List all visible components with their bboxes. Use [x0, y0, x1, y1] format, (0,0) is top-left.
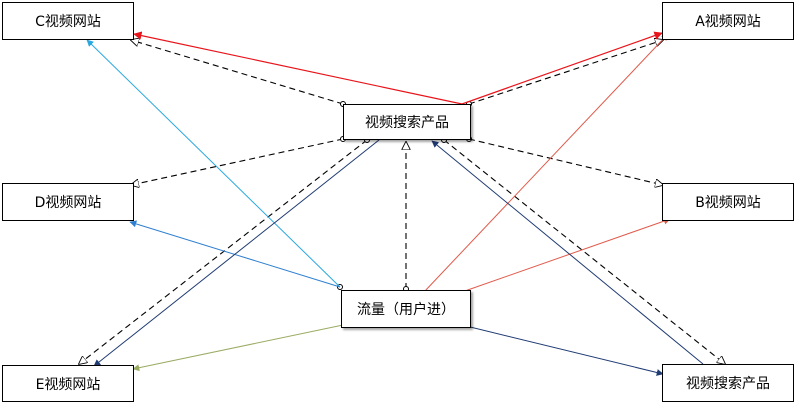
node-e-site: E视频网站 [2, 365, 134, 402]
edge-olive-traffic-to-e [132, 324, 344, 372]
edge-red-center-to-c [133, 31, 463, 105]
edge-navy-traffic-to-search2 [461, 324, 664, 376]
edge-dashed-to-d [131, 138, 344, 185]
node-traffic: 流量（用户进） [341, 290, 471, 328]
edge-navy-center-to-e [93, 139, 380, 367]
node-search-product-bottom-right: 视频搜索产品 [662, 364, 794, 402]
edge-lightblue-traffic-to-c [86, 39, 341, 288]
edge-red-center-to-a [461, 31, 663, 105]
node-a-site: A视频网站 [662, 2, 794, 40]
node-b-site: B视频网站 [662, 183, 794, 221]
edge-dashed-to-c [131, 40, 344, 105]
edge-dashed-to-e [79, 139, 368, 364]
edge-dashed-to-b [468, 138, 663, 185]
edge-navy-search2-to-center [431, 140, 704, 365]
edge-red-traffic-to-b [461, 217, 671, 293]
node-search-product-center: 视频搜索产品 [343, 104, 471, 140]
node-c-site: C视频网站 [2, 2, 134, 40]
edge-dashed-to-a [468, 40, 663, 105]
node-d-site: D视频网站 [2, 183, 134, 221]
edge-red-traffic-to-a [423, 33, 669, 293]
